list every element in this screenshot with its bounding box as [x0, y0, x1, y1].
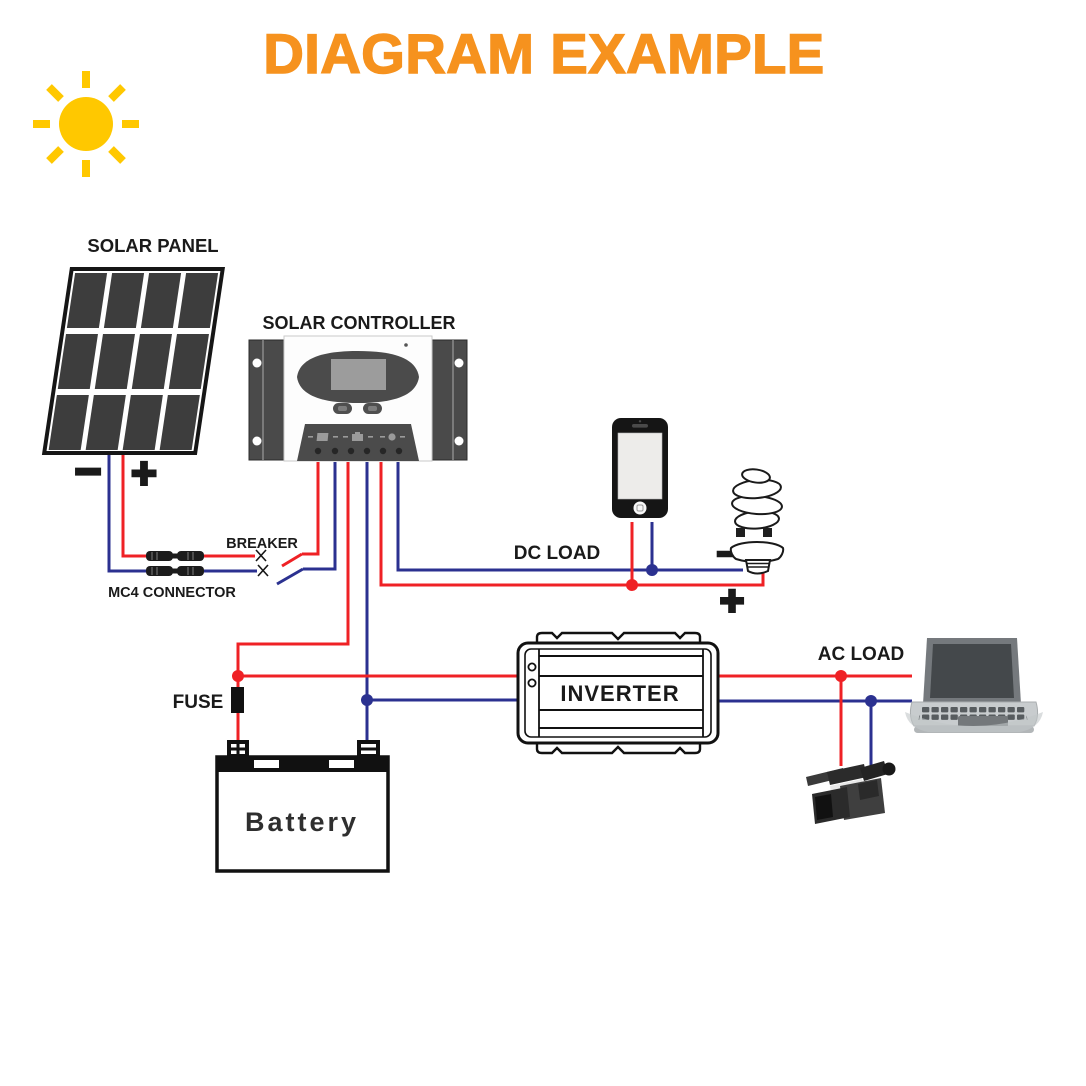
junction-dot-red — [232, 670, 244, 682]
pv-plus-sign: + — [131, 449, 157, 498]
fuse-icon — [231, 687, 244, 713]
dc-minus-sign: − — [716, 533, 737, 574]
breaker-switch-icon — [255, 549, 269, 577]
video-camera-icon — [806, 761, 896, 824]
breaker-to-controller-red — [302, 462, 320, 556]
pv-positive-wire — [121, 455, 255, 558]
dc-load-red — [379, 462, 765, 587]
mc4-connector-label: MC4 CONNECTOR — [108, 585, 236, 601]
cfl-bulb-icon — [729, 468, 785, 575]
junction-dots — [232, 564, 877, 707]
controller-terminal-icons — [308, 432, 405, 441]
battery-icon: Battery — [215, 740, 390, 873]
fuse-label: FUSE — [173, 692, 224, 713]
solar-panel-label: SOLAR PANEL — [87, 235, 218, 256]
junction-dot-blue — [865, 695, 877, 707]
junction-dot-blue — [361, 694, 373, 706]
sun-icon — [33, 71, 139, 177]
junction-dot-blue — [646, 564, 658, 576]
laptop-icon — [905, 638, 1043, 733]
battery-label: Battery — [245, 807, 359, 837]
solar-controller-label: SOLAR CONTROLLER — [263, 313, 456, 333]
junction-dot-red — [626, 579, 638, 591]
solar-controller — [248, 335, 468, 462]
breaker-label: BREAKER — [226, 536, 298, 552]
smartphone-icon — [612, 418, 668, 518]
solar-panel — [41, 267, 225, 455]
junction-dot-red — [835, 670, 847, 682]
dc-plus-sign: + — [720, 577, 745, 624]
dc-load-label: DC LOAD — [514, 543, 601, 564]
inverter-label: INVERTER — [560, 681, 679, 706]
wiring — [107, 455, 912, 766]
breaker-blade-blue — [276, 567, 304, 586]
dc-load-blue — [396, 462, 743, 572]
breaker-blade-red — [281, 552, 303, 568]
mc4-connector-icon — [146, 551, 204, 576]
page-title: DIAGRAM EXAMPLE — [263, 22, 824, 85]
pv-minus-sign: − — [75, 445, 102, 497]
controller-to-battery-red — [236, 462, 350, 742]
pv-negative-wire — [107, 455, 257, 573]
ac-load-label: AC LOAD — [818, 644, 905, 665]
breaker-to-controller-blue — [303, 462, 337, 571]
inverter-box: INVERTER — [516, 631, 720, 755]
